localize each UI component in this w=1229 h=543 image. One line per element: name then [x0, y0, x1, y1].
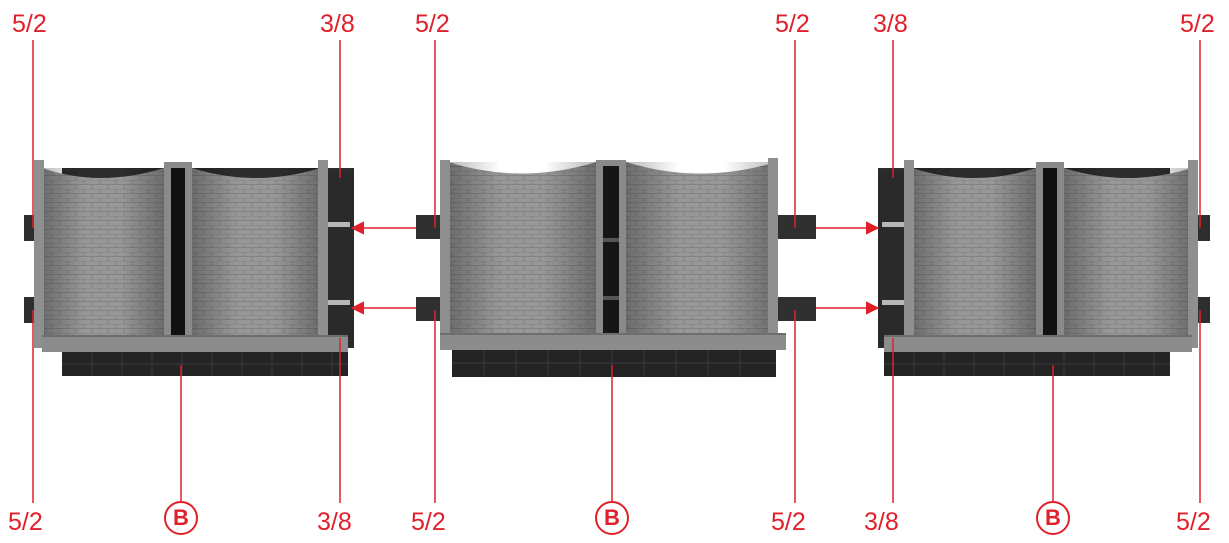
callout-b-center: B: [595, 501, 629, 535]
callout-b-left: B: [164, 501, 198, 535]
label-top-center-left: 5/2: [415, 10, 450, 38]
label-top-left-inner: 3/8: [320, 10, 355, 38]
label-top-center-right: 5/2: [775, 10, 810, 38]
label-top-right-outer: 5/2: [1180, 10, 1215, 38]
callout-b-right: B: [1036, 501, 1070, 535]
label-bottom-right-outer: 5/2: [1176, 508, 1211, 536]
left-wall-segment: [24, 160, 354, 376]
leader-lines: [32, 40, 1201, 503]
label-bottom-left-outer: 5/2: [8, 508, 43, 536]
label-top-left-outer: 5/2: [12, 10, 47, 38]
center-wall-segment: [416, 158, 816, 377]
label-bottom-right-inner: 3/8: [864, 508, 899, 536]
label-bottom-left-inner: 3/8: [317, 508, 352, 536]
label-bottom-center-left: 5/2: [411, 508, 446, 536]
label-bottom-center-right: 5/2: [771, 508, 806, 536]
right-wall-segment: [878, 160, 1210, 376]
assembly-arrows: [350, 221, 880, 315]
label-top-right-inner: 3/8: [873, 10, 908, 38]
